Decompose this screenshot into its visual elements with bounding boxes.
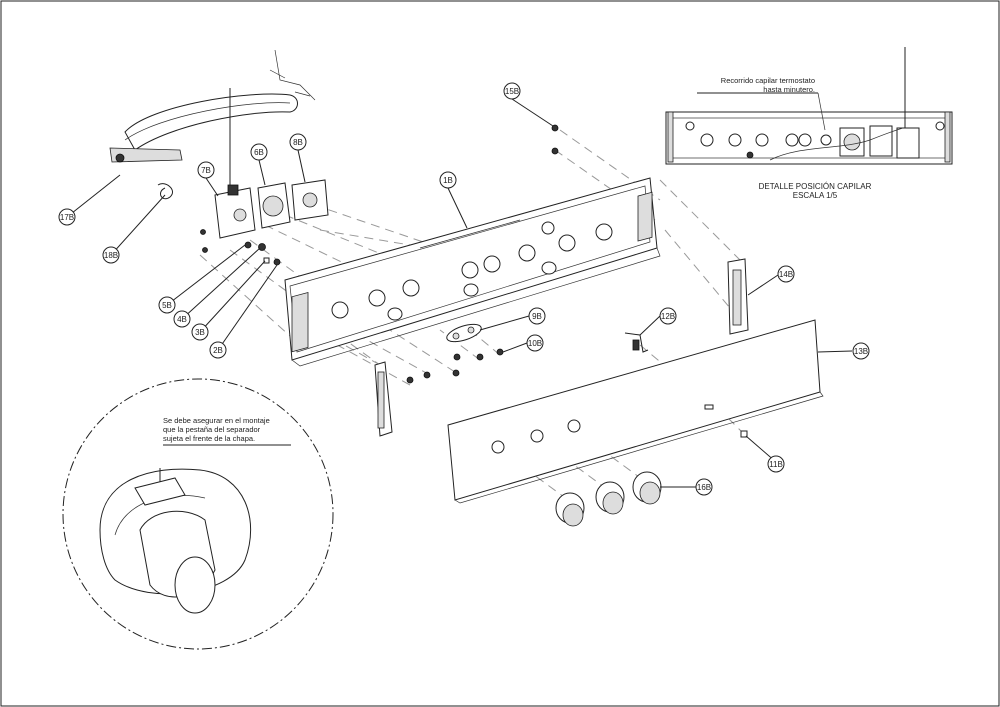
small-parts-2b-5b — [200, 229, 281, 266]
leader-lines — [66, 98, 853, 488]
screws-15b — [551, 124, 559, 155]
lamp-holder-12b — [624, 332, 649, 353]
capillary-route-line-1: Recorrido capilar termostato — [721, 76, 815, 85]
callout-label: 5B — [162, 301, 172, 310]
callout-label: 8B — [293, 138, 303, 147]
callout-circle — [777, 265, 795, 283]
capillary-detail-view — [665, 47, 953, 165]
callout-label: 12B — [661, 312, 675, 321]
switch-9b — [446, 323, 482, 343]
callout-circle — [102, 246, 120, 264]
callout-label: 15B — [505, 87, 519, 96]
callout-9b: 9B — [528, 307, 546, 325]
callout-circle — [852, 342, 870, 360]
callout-circle — [526, 334, 544, 352]
callout-circle — [250, 143, 268, 161]
switch-8b — [291, 179, 329, 221]
callout-label: 11B — [769, 460, 783, 469]
callout-label: 13B — [854, 347, 868, 356]
callout-12b: 12B — [659, 307, 677, 325]
capillary-18b — [157, 183, 173, 200]
clip-11b — [740, 430, 748, 438]
callout-label: 4B — [177, 315, 187, 324]
callout-label: 3B — [195, 328, 205, 337]
callout-label: 2B — [213, 346, 223, 355]
callout-10b: 10B — [526, 334, 544, 352]
callout-label: 17B — [60, 213, 74, 222]
callout-circle — [528, 307, 546, 325]
callouts: 1B 2B 3B 4B 5B 6B 7B 8B 9B 10B 11B 12B 13B 14B 15B 16B 1… — [58, 82, 870, 496]
callout-label: 18B — [104, 251, 118, 260]
callout-circle — [439, 171, 457, 189]
callout-circle — [695, 478, 713, 496]
callout-label: 6B — [254, 148, 264, 157]
side-bracket-14b — [727, 258, 749, 335]
callout-circle — [503, 82, 521, 100]
front-panel-13b — [447, 319, 824, 504]
callout-circle — [209, 341, 227, 359]
callout-7b: 7B — [197, 161, 215, 179]
callout-8b: 8B — [289, 133, 307, 151]
callout-16b: 16B — [695, 478, 713, 496]
magnified-detail — [62, 378, 334, 650]
callout-circle — [158, 296, 176, 314]
callout-2b: 2B — [209, 341, 227, 359]
detail-caption-line-2: ESCALA 1/5 — [793, 191, 838, 200]
thermostat-7b — [214, 88, 256, 239]
callout-11b: 11B — [767, 455, 785, 473]
callout-label: 16B — [697, 483, 711, 492]
callout-1b: 1B — [439, 171, 457, 189]
callout-circle — [289, 133, 307, 151]
assembly-note-line-2: que la pestaña del separador — [163, 425, 261, 434]
callout-circle — [173, 310, 191, 328]
callout-17b: 17B — [58, 208, 76, 226]
callout-13b: 13B — [852, 342, 870, 360]
panel-knob-holes — [331, 221, 613, 321]
side-bracket-left — [374, 361, 393, 437]
capillary-route-note: Recorrido capilar termostato hasta minut… — [721, 76, 815, 94]
callout-label: 14B — [779, 270, 793, 279]
callout-18b: 18B — [102, 246, 120, 264]
callout-label: 7B — [201, 166, 211, 175]
callout-label: 9B — [532, 312, 542, 321]
knobs-16b — [555, 471, 662, 527]
capillary-route-line-2: hasta minutero. — [763, 85, 815, 94]
heating-element-17b — [109, 49, 316, 163]
callout-14b: 14B — [777, 265, 795, 283]
callout-3b: 3B — [191, 323, 209, 341]
callout-circle — [767, 455, 785, 473]
callout-circle — [191, 323, 209, 341]
callout-6b: 6B — [250, 143, 268, 161]
assembly-note-line-3: sujeta el frente de la chapa. — [163, 434, 255, 443]
assembly-note-line-1: Se debe asegurar en el montaje — [163, 416, 270, 425]
callout-15b: 15B — [503, 82, 521, 100]
screws-10b — [406, 348, 504, 384]
assembly-note: Se debe asegurar en el montaje que la pe… — [163, 416, 270, 443]
callout-label: 10B — [528, 339, 542, 348]
control-panel-1b — [284, 177, 661, 367]
callout-5b: 5B — [158, 296, 176, 314]
callout-label: 1B — [443, 176, 453, 185]
detail-caption-line-1: DETALLE POSICIÓN CAPILAR — [759, 182, 872, 191]
callout-circle — [197, 161, 215, 179]
callout-circle — [58, 208, 76, 226]
detail-caption: DETALLE POSICIÓN CAPILAR ESCALA 1/5 — [759, 182, 872, 200]
callout-4b: 4B — [173, 310, 191, 328]
callout-circle — [659, 307, 677, 325]
timer-6b — [257, 182, 291, 229]
